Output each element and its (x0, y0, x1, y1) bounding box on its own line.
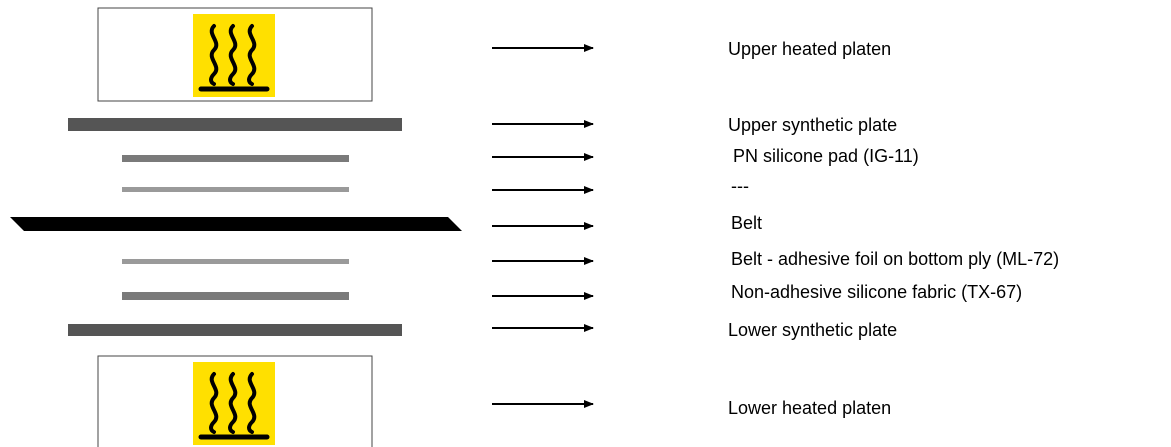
label-belt: Belt (731, 213, 762, 233)
unlabeled-layer (122, 187, 349, 192)
label-upper-synthetic-plate: Upper synthetic plate (728, 115, 897, 135)
label-lower-synthetic-plate: Lower synthetic plate (728, 320, 897, 340)
label-pn-silicone-pad: PN silicone pad (IG-11) (733, 146, 919, 166)
lower-synthetic-plate (68, 324, 402, 336)
hot-surface-icon (193, 14, 275, 97)
label-silicone-fabric: Non-adhesive silicone fabric (TX-67) (731, 282, 1022, 302)
label-adhesive-foil: Belt - adhesive foil on bottom ply (ML-7… (731, 249, 1059, 269)
silicone-fabric-layer (122, 292, 349, 300)
label-unlabeled-layer: --- (731, 176, 749, 196)
adhesive-foil-layer (122, 259, 349, 264)
belt (10, 217, 462, 231)
lower-heated-platen (97, 355, 373, 447)
label-lower-heated-platen: Lower heated platen (728, 398, 891, 418)
upper-synthetic-plate (68, 118, 402, 131)
label-upper-heated-platen: Upper heated platen (728, 39, 891, 59)
arrows (492, 44, 594, 408)
upper-heated-platen (97, 7, 373, 102)
hot-surface-icon (193, 362, 275, 445)
pn-silicone-pad (122, 155, 349, 162)
